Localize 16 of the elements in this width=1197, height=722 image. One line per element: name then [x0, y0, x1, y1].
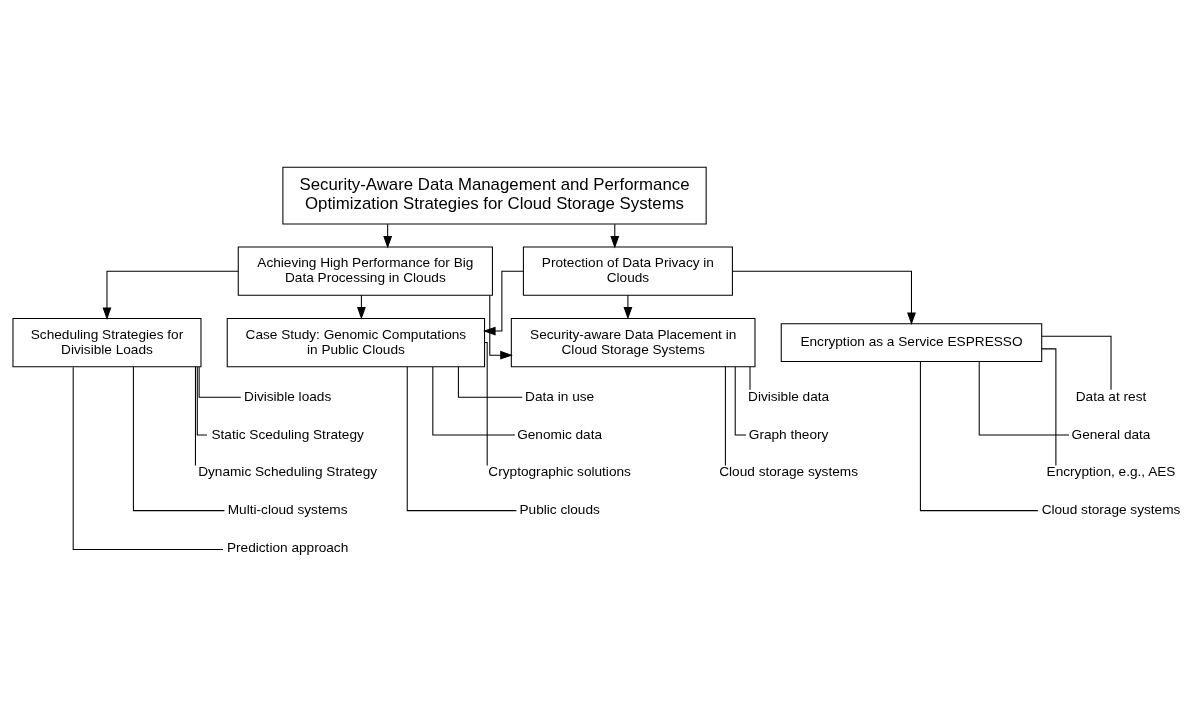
node-text: Cloud storage systems	[1041, 501, 1181, 517]
node-text: Cloud storage systems	[719, 463, 858, 479]
node-text: Genomic data	[517, 426, 603, 442]
node-text: Dynamic Scheduling Strategy	[198, 463, 378, 479]
node-text: General data	[1071, 426, 1151, 442]
node-text: Static Sceduling Strategy	[211, 426, 364, 442]
node-text: Graph theory	[748, 426, 829, 442]
node-text: Divisible data	[748, 388, 830, 404]
node-text: Data at rest	[1075, 388, 1147, 404]
node-text: Public clouds	[519, 501, 600, 517]
node-text: Divisible loads	[244, 388, 332, 404]
node-text: Multi-cloud systems	[227, 501, 348, 517]
node-text: Cryptographic solutions	[488, 463, 631, 479]
node-text: Prediction approach	[226, 539, 349, 555]
node-text: Encryption, e.g., AES	[1046, 463, 1176, 479]
node-text: Data in use	[525, 388, 595, 404]
